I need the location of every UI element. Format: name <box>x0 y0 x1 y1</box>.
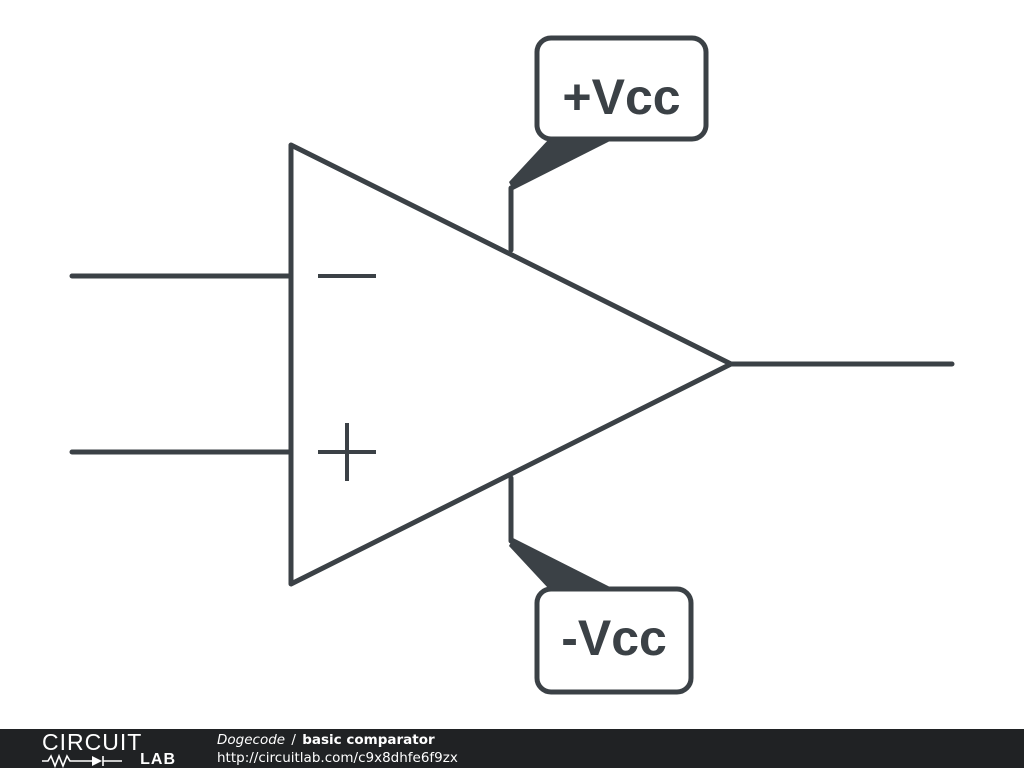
comparator-schematic: +Vcc -Vcc <box>69 35 955 695</box>
title-separator: / <box>291 732 296 748</box>
author-link[interactable]: Dogecode <box>217 732 286 748</box>
circuit-url[interactable]: http://circuitlab.com/c9x8dhfe6f9zx <box>217 750 458 766</box>
negative-supply-label: -Vcc <box>561 610 667 666</box>
circuit-title[interactable]: basic comparator <box>302 732 435 748</box>
noninverting-input-sign <box>318 423 376 481</box>
logo-wordmark-top: CIRCUIT <box>42 729 143 755</box>
resistor-diode-icon <box>42 754 122 768</box>
footer-bar: CIRCUIT LAB Dogecode / basic comparator … <box>0 729 1024 768</box>
op-amp-body <box>288 142 734 587</box>
circuitlab-logo[interactable]: CIRCUIT LAB <box>42 729 176 768</box>
positive-supply-flag: +Vcc <box>534 35 709 142</box>
negative-supply-flag: -Vcc <box>534 586 694 695</box>
circuit-info: Dogecode / basic comparator http://circu… <box>217 731 458 767</box>
positive-supply-label: +Vcc <box>562 69 680 125</box>
negative-supply-flag-pointer <box>509 538 612 588</box>
positive-supply-flag-pointer <box>509 140 612 190</box>
logo-wordmark-bottom: LAB <box>140 751 176 768</box>
